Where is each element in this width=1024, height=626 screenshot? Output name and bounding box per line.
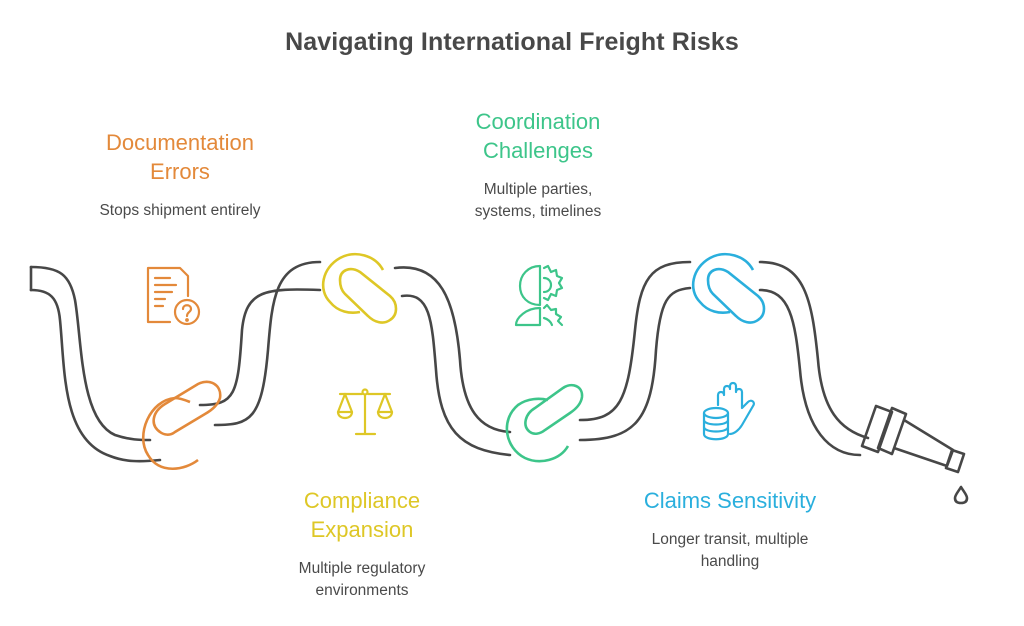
risk-description-line: Multiple regulatory	[298, 560, 426, 577]
nozzle-tip	[944, 448, 966, 474]
risk-documentation-errors: Documentation Errors Stops shipment enti…	[60, 128, 300, 222]
hose-inner-line	[29, 286, 862, 463]
hose-outer-line	[29, 260, 870, 442]
risk-description-line: systems, timelines	[474, 203, 602, 220]
nozzle-ring-1	[860, 404, 894, 454]
water-drop-icon	[953, 485, 969, 505]
knot-green	[505, 384, 584, 463]
balance-scale-icon	[336, 388, 394, 436]
risk-description: Stops shipment entirely	[60, 200, 300, 222]
risk-heading-line: Challenges	[482, 138, 594, 163]
coins-hand-icon	[702, 381, 756, 441]
risk-heading-line: Compliance	[303, 488, 421, 513]
risk-description-line: Longer transit, multiple	[651, 531, 809, 548]
risk-compliance-expansion: Compliance Expansion Multiple regulatory…	[242, 486, 482, 602]
risk-heading-line: Claims Sensitivity	[643, 488, 817, 513]
risk-description-line: handling	[700, 553, 760, 570]
knot-yellow	[321, 253, 398, 324]
risk-heading: Documentation Errors	[60, 128, 300, 186]
risk-heading-line: Expansion	[310, 517, 414, 542]
risk-heading-line: Documentation	[106, 130, 254, 155]
document-question-icon	[146, 266, 201, 326]
knots	[142, 253, 766, 470]
risk-description-line: Multiple parties,	[483, 181, 593, 198]
risk-coordination-challenges: Coordination Challenges Multiple parties…	[418, 107, 658, 223]
hose	[29, 260, 870, 463]
risk-heading: Coordination Challenges	[418, 107, 658, 165]
person-gear-icon	[514, 264, 564, 327]
risk-description: Multiple regulatory environments	[242, 558, 482, 602]
knot-blue	[691, 253, 766, 324]
risk-description: Longer transit, multiple handling	[600, 529, 860, 573]
risk-description-line: environments	[315, 582, 409, 599]
risk-heading-line: Coordination	[475, 109, 601, 134]
risk-description-line: Stops shipment entirely	[99, 202, 261, 219]
risk-description: Multiple parties, systems, timelines	[418, 179, 658, 223]
nozzle-ring-2	[876, 406, 908, 456]
risk-claims-sensitivity: Claims Sensitivity Longer transit, multi…	[600, 486, 860, 573]
risk-heading: Compliance Expansion	[242, 486, 482, 544]
risk-heading: Claims Sensitivity	[600, 486, 860, 515]
risk-heading-line: Errors	[150, 159, 210, 184]
page-title: Navigating International Freight Risks	[285, 28, 739, 56]
knot-orange	[142, 380, 222, 470]
nozzle	[860, 404, 969, 505]
